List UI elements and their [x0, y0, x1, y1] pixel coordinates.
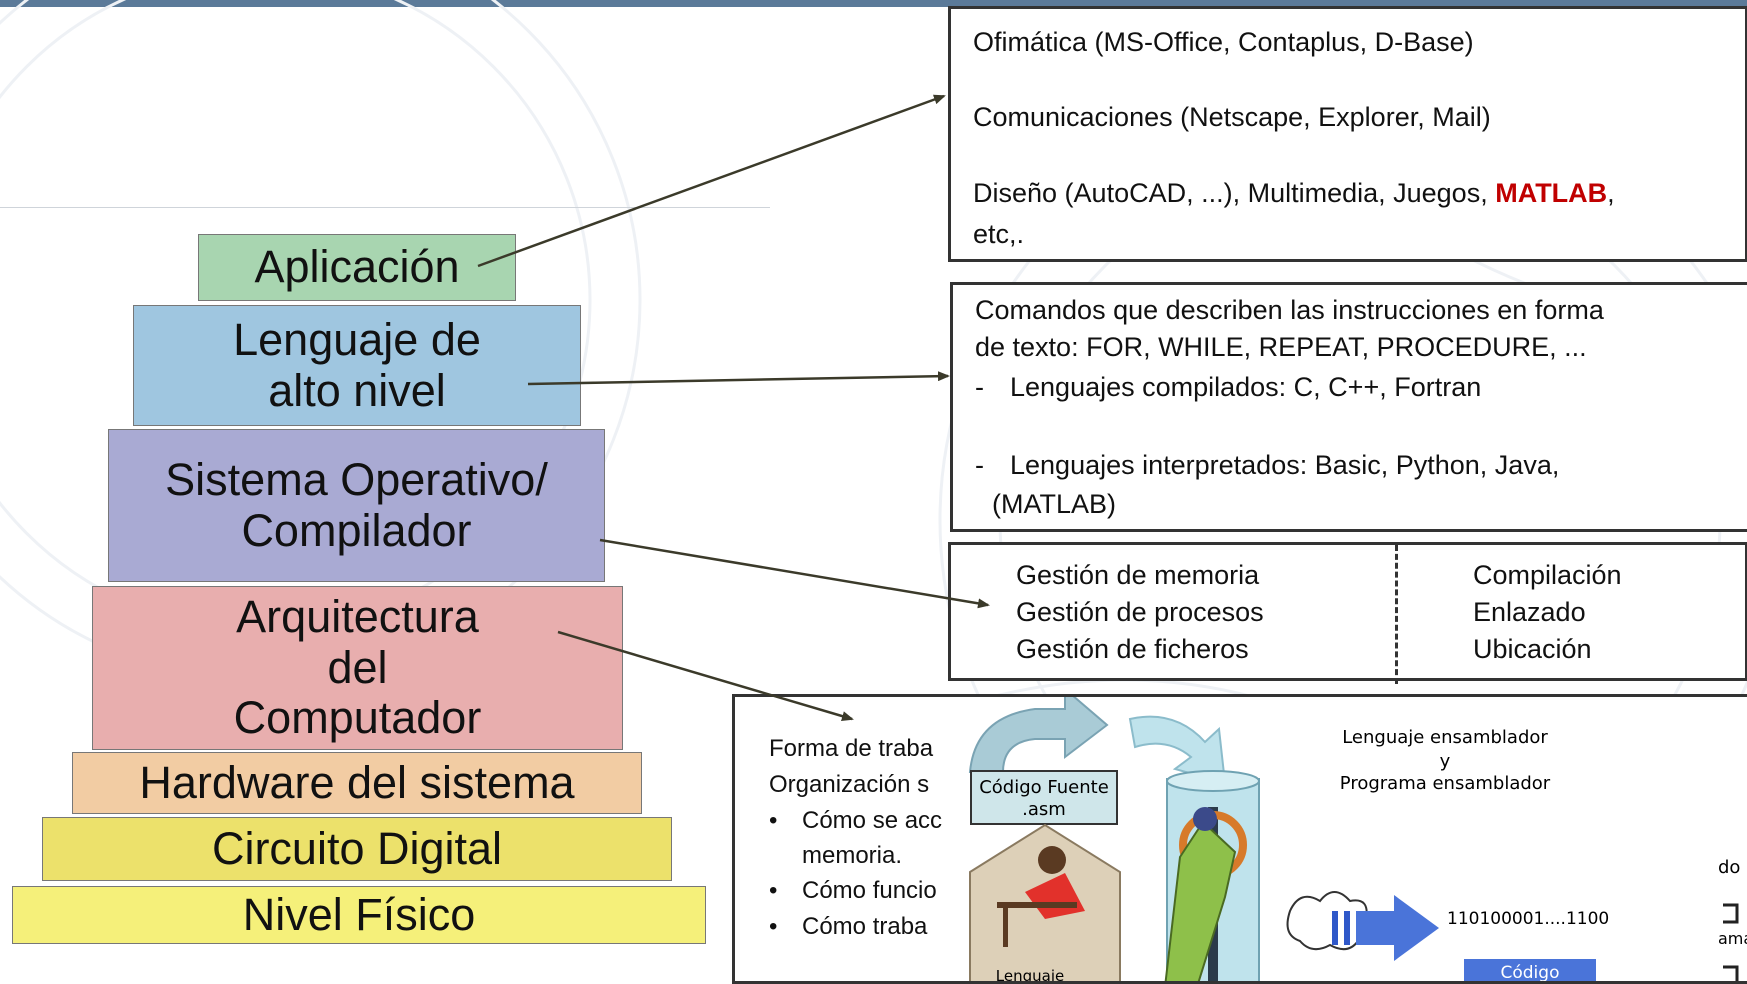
layer-label: Compilador	[241, 504, 472, 556]
lang-line-texto: de texto: FOR, WHILE, REPEAT, PROCEDURE,…	[975, 332, 1587, 362]
compiler-item: Ubicación	[1473, 634, 1592, 664]
divider-line	[0, 207, 770, 208]
layer-arquitectura: Arquitectura del Computador	[92, 586, 623, 750]
compiler-item: Enlazado	[1473, 597, 1586, 627]
binary-code: 110100001....1100	[1447, 909, 1610, 929]
layer-label: Nivel Físico	[242, 888, 476, 940]
os-item: Gestión de memoria	[1016, 560, 1260, 590]
column-divider	[1395, 545, 1398, 684]
layer-lenguaje-alto-nivel: Lenguaje de alto nivel	[133, 305, 581, 426]
layer-aplicacion: Aplicación	[198, 234, 516, 301]
app-line-diseno-text: Diseño (AutoCAD, ...), Multimedia, Juego…	[973, 178, 1496, 208]
layer-label: del	[327, 641, 388, 693]
layer-label: Computador	[233, 692, 482, 744]
machine-code-label: Código Máquina	[1500, 963, 1560, 983]
app-line-diseno: Diseño (AutoCAD, ...), Multimedia, Juego…	[973, 178, 1615, 209]
arch-line-forma: Forma de traba	[769, 735, 934, 762]
layer-nivel-fisico: Nivel Físico	[12, 886, 706, 944]
source-ext-label: .asm	[1022, 799, 1066, 820]
assembler-title: Lenguaje ensamblador	[1342, 727, 1548, 748]
assembler-title-y: y	[1439, 751, 1451, 772]
layer-label: Hardware del sistema	[139, 756, 575, 808]
arch-bullet: Cómo funcio	[802, 877, 937, 904]
arch-bullet: Cómo se acc	[802, 807, 943, 834]
bullet-dot: •	[769, 807, 778, 834]
arch-bullet: Cómo traba	[802, 913, 928, 940]
app-line-ofimatica: Ofimática (MS-Office, Contaplus, D-Base)	[973, 27, 1474, 57]
lang-bullet-matlab: (MATLAB)	[992, 489, 1117, 519]
arch-line-organizacion: Organización s	[769, 771, 930, 798]
arrow-sistema	[599, 538, 990, 609]
layer-label: Aplicación	[254, 241, 460, 293]
app-line-comunicaciones: Comunicaciones (Netscape, Explorer, Mail…	[973, 102, 1491, 132]
arch-bullet: memoria.	[802, 842, 903, 869]
top-bar	[0, 0, 1747, 7]
layer-hardware: Hardware del sistema	[72, 752, 642, 814]
os-item: Gestión de procesos	[1016, 597, 1264, 627]
layer-label: Sistema Operativo/	[165, 454, 548, 506]
lang-line-comandos: Comandos que describen las instrucciones…	[975, 295, 1604, 325]
arrow-lenguaje	[527, 371, 950, 386]
os-compiler-box: Gestión de memoria Gestión de procesos G…	[948, 542, 1747, 684]
application-box: Ofimática (MS-Office, Contaplus, D-Base)…	[948, 6, 1747, 262]
bullet-dot: •	[769, 877, 778, 904]
assembler-illustration	[968, 697, 1739, 981]
bullet-dot: •	[769, 913, 778, 940]
layer-label: alto nivel	[268, 364, 446, 416]
high-level-language-box: Comandos que describen las instrucciones…	[950, 282, 1747, 532]
app-line-diseno-comma: ,	[1607, 178, 1615, 208]
lenguaje-label: Lenguaje	[995, 967, 1065, 984]
layer-label: Lenguaje de	[233, 314, 481, 366]
app-line-etc: etc,.	[973, 219, 1025, 249]
arrow-aplicacion	[477, 94, 946, 268]
os-item: Gestión de ficheros	[1016, 634, 1249, 664]
lang-bullet-dash: -	[975, 372, 984, 402]
layer-circuito-digital: Circuito Digital	[42, 817, 672, 881]
layer-label: Arquitectura	[236, 591, 479, 643]
compiler-item: Compilación	[1473, 560, 1622, 590]
lang-bullet-interpretados: Lenguajes interpretados: Basic, Python, …	[1010, 450, 1560, 480]
matlab-highlight: MATLAB	[1495, 178, 1608, 208]
architecture-box: Forma de traba Organización s • Cómo se …	[732, 694, 1747, 984]
layer-label: Circuito Digital	[211, 822, 503, 874]
edge-text: ama	[1718, 929, 1747, 948]
edge-text: do	[1718, 857, 1741, 878]
source-code-label: Código Fuente	[979, 777, 1109, 798]
layer-sistema-operativo: Sistema Operativo/ Compilador	[108, 429, 605, 582]
assembler-program: Programa ensamblador	[1339, 773, 1551, 794]
lang-bullet-dash: -	[975, 450, 984, 480]
lang-bullet-compilados: Lenguajes compilados: C, C++, Fortran	[1010, 372, 1482, 402]
